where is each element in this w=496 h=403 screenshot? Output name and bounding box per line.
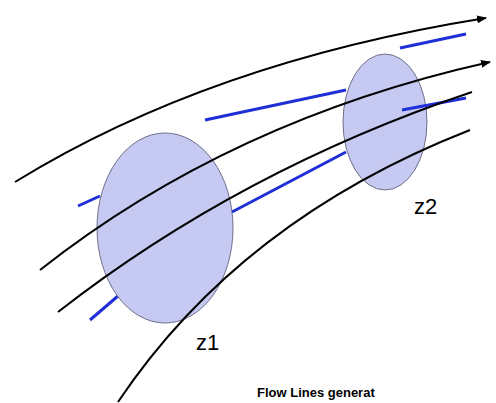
flow-segment xyxy=(232,152,346,212)
flow-segment xyxy=(400,34,466,48)
flow-line xyxy=(40,62,490,270)
flow-segment xyxy=(205,90,346,120)
flow-segment xyxy=(402,98,466,110)
flow-line xyxy=(15,18,486,182)
flow-segment xyxy=(90,296,118,320)
cross-section-z1 xyxy=(97,133,233,323)
flow-line xyxy=(58,92,472,312)
section-label: z2 xyxy=(414,196,437,218)
flow-line xyxy=(118,130,470,402)
section-label: z1 xyxy=(196,332,219,354)
caption-note: Flow Lines generat xyxy=(257,386,375,399)
flow-segment xyxy=(78,196,100,206)
cross-section-z2 xyxy=(343,54,427,190)
